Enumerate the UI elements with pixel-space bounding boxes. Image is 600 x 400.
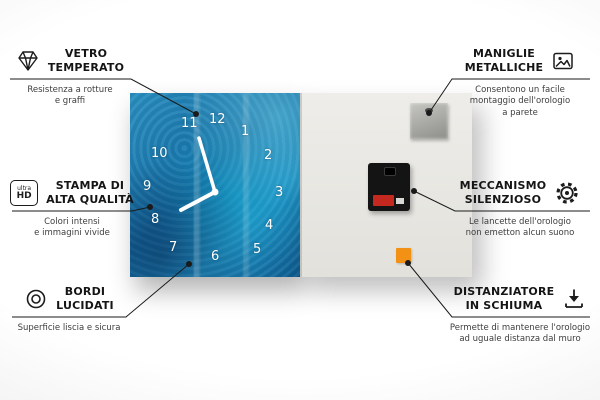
callout-print-quality: ultra HD STAMPA DI ALTA QUALITÀ Colori i… <box>6 176 138 240</box>
clock-number: 11 <box>181 116 198 131</box>
clock-number: 1 <box>241 124 250 139</box>
callout-title: VETRO TEMPERATO <box>47 47 125 74</box>
clock-number: 8 <box>151 212 160 227</box>
clock-number: 4 <box>265 218 274 233</box>
callout-metal-handles: MANIGLIE METALLICHE Consentono un facile… <box>446 44 594 119</box>
clock-number: 5 <box>253 242 262 257</box>
callout-tempered-glass: VETRO TEMPERATO Resistenza a rotture e g… <box>6 44 134 108</box>
callout-title: STAMPA DI ALTA QUALITÀ <box>46 179 134 206</box>
picture-icon <box>551 49 575 73</box>
battery-contact <box>396 198 404 204</box>
callout-title: BORDI LUCIDATI <box>56 285 114 312</box>
metal-handle-plate <box>410 103 448 139</box>
clock-front-panel: 12 11 1 10 2 9 3 8 4 7 6 5 <box>130 93 300 277</box>
clock-mechanism <box>368 163 410 211</box>
ultra-hd-icon: ultra HD <box>10 180 39 206</box>
callout-foam-spacer: DISTANZIATORE IN SCHIUMA Permette di man… <box>446 282 594 346</box>
callout-polished-edges: BORDI LUCIDATI Superficie liscia e sicur… <box>6 282 132 334</box>
clock-number: 3 <box>275 185 284 200</box>
diamond-icon <box>16 49 40 73</box>
callout-title: DISTANZIATORE IN SCHIUMA <box>453 285 555 312</box>
clock-number: 2 <box>264 148 273 163</box>
callout-desc: Consentono un facile montaggio dell'orol… <box>469 85 571 118</box>
clock-number: 7 <box>169 240 178 255</box>
clock-number: 9 <box>143 179 152 194</box>
battery <box>373 195 394 206</box>
foam-spacer <box>396 248 411 263</box>
arrow-down-icon <box>562 287 586 311</box>
clock-number: 6 <box>211 249 220 264</box>
callout-desc: Permette di mantenere l'orologio ad ugua… <box>449 323 591 345</box>
callout-desc: Resistenza a rotture e graffi <box>27 85 113 107</box>
polished-edge-icon <box>24 287 48 311</box>
callout-title: MANIGLIE METALLICHE <box>464 47 544 74</box>
callout-title: MECCANISMO SILENZIOSO <box>459 179 547 206</box>
clock-number: 12 <box>209 112 226 127</box>
clock-number: 10 <box>151 146 168 161</box>
callout-silent-mechanism: MECCANISMO SILENZIOSO Le lancette dell'o… <box>446 176 594 240</box>
clock-hands <box>179 136 219 212</box>
gear-icon <box>554 180 580 206</box>
mechanism-hanger-hole <box>384 167 396 176</box>
callout-desc: Superficie liscia e sicura <box>17 323 121 333</box>
callout-desc: Colori intensi e immagini vivide <box>34 217 110 239</box>
callout-desc: Le lancette dell'orologio non emetton al… <box>465 217 575 239</box>
